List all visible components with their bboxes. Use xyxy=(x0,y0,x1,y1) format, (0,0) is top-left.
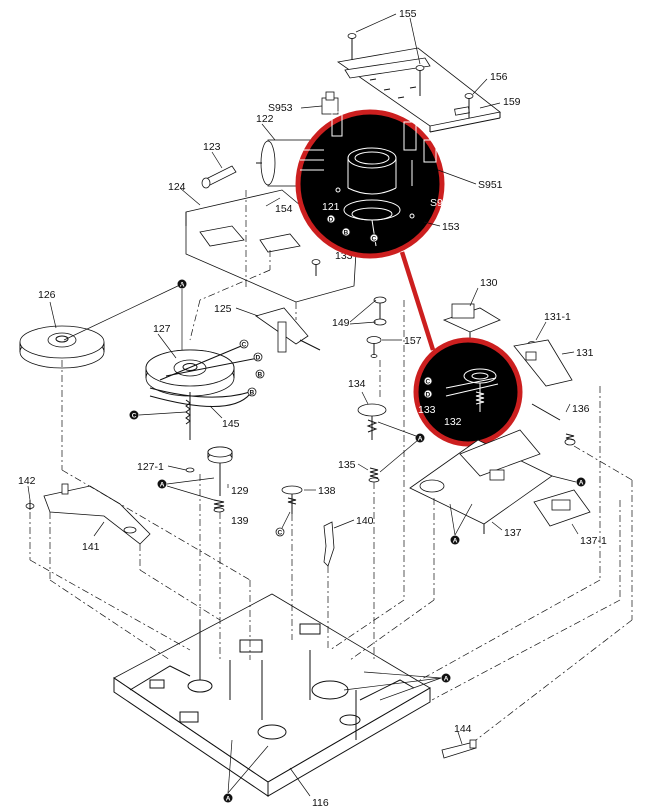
washer-127-1 xyxy=(185,467,195,473)
lever-140 xyxy=(323,521,335,567)
marker-A-127: A xyxy=(180,282,185,289)
flywheel-126 xyxy=(19,325,105,369)
label-142: 142 xyxy=(18,475,36,487)
label-138: 138 xyxy=(318,485,336,497)
marker-B-belt2: B xyxy=(250,390,255,397)
label-127-1: 127-1 xyxy=(137,461,164,473)
label-157: 157 xyxy=(404,335,422,347)
marker-A-chassis: A xyxy=(444,676,449,683)
marker-C-zoom: C xyxy=(372,236,377,243)
label-144: 144 xyxy=(454,723,472,735)
label-129: 129 xyxy=(231,485,249,497)
gear-157 xyxy=(366,336,382,358)
label-131: 131 xyxy=(576,347,594,359)
label-137-1: 137-1 xyxy=(580,535,607,547)
label-149: 149 xyxy=(332,317,350,329)
marker-A-137: A xyxy=(453,538,458,545)
gear-134 xyxy=(357,403,387,440)
label-124: 124 xyxy=(168,181,186,193)
lever-141 xyxy=(43,483,151,545)
marker-A-right: A xyxy=(579,480,584,487)
label-140: 140 xyxy=(356,515,374,527)
label-121: 121 xyxy=(322,201,340,213)
label-131-1: 131-1 xyxy=(544,311,571,323)
belt-145 xyxy=(149,343,259,407)
label-127: 127 xyxy=(153,323,171,335)
shaft-123 xyxy=(201,165,237,189)
label-153: 153 xyxy=(442,221,460,233)
marker-C-belt: C xyxy=(242,342,247,349)
marker-B-zoom: B xyxy=(344,230,349,237)
spring-135 xyxy=(368,467,380,483)
label-S953: S953 xyxy=(268,102,293,114)
lever-125 xyxy=(255,307,321,353)
label-126: 126 xyxy=(38,289,56,301)
label-123: 123 xyxy=(203,141,221,153)
plate-137-1 xyxy=(533,489,591,527)
lever-131 xyxy=(513,339,573,387)
marker-B-belt: B xyxy=(258,372,263,379)
label-134: 134 xyxy=(348,378,366,390)
chassis-116 xyxy=(113,593,431,797)
marker-D-zoom: D xyxy=(329,217,334,224)
label-S952: S952 xyxy=(430,197,455,209)
label-125: 125 xyxy=(214,303,232,315)
marker-C-138: C xyxy=(278,530,283,537)
label-122: 122 xyxy=(256,113,274,125)
spring-145 xyxy=(185,399,191,425)
label-116: 116 xyxy=(312,797,329,808)
marker-C-left: C xyxy=(132,413,137,420)
pulley-127 xyxy=(145,349,235,440)
screw-155-right xyxy=(415,65,425,96)
label-136: 136 xyxy=(572,403,590,415)
label-S951: S951 xyxy=(478,179,503,191)
plate-137 xyxy=(409,429,553,534)
gear-138 xyxy=(281,485,303,514)
label-145: 145 xyxy=(222,418,240,430)
screw-155-left xyxy=(347,33,357,60)
circuit-board-159 xyxy=(336,47,501,133)
assembly-130 xyxy=(442,303,501,350)
spring-136 xyxy=(531,403,576,446)
label-155: 155 xyxy=(399,8,417,20)
switch-S953 xyxy=(321,91,339,115)
lever-144 xyxy=(441,739,477,759)
marker-D-zoom2: D xyxy=(426,392,431,399)
washer-149 xyxy=(373,296,387,326)
marker-A-129: A xyxy=(160,482,165,489)
label-132: 132 xyxy=(444,416,462,428)
gear-129 xyxy=(207,446,233,496)
label-130: 130 xyxy=(480,277,498,289)
label-156: 156 xyxy=(490,71,508,83)
magnifier-bottom: C D 133 132 xyxy=(413,337,523,447)
label-141: 141 xyxy=(82,541,100,553)
label-135: 135 xyxy=(338,459,356,471)
alignment-lines xyxy=(29,269,633,741)
label-159: 159 xyxy=(503,96,521,108)
screw-156 xyxy=(464,93,474,118)
magnifier-top: D B C 121 S952 xyxy=(295,109,455,351)
marker-C-zoom2: C xyxy=(426,379,431,386)
marker-A-bottom: A xyxy=(226,796,231,803)
screw-133-top xyxy=(311,259,321,276)
marker-D-belt: D xyxy=(256,355,261,362)
spring-139 xyxy=(213,499,225,513)
label-154: 154 xyxy=(275,203,293,215)
label-137: 137 xyxy=(504,527,522,539)
screw-142 xyxy=(25,500,35,510)
label-139: 139 xyxy=(231,515,249,527)
label-133: 133 xyxy=(418,404,436,416)
marker-A-134: A xyxy=(418,436,423,443)
